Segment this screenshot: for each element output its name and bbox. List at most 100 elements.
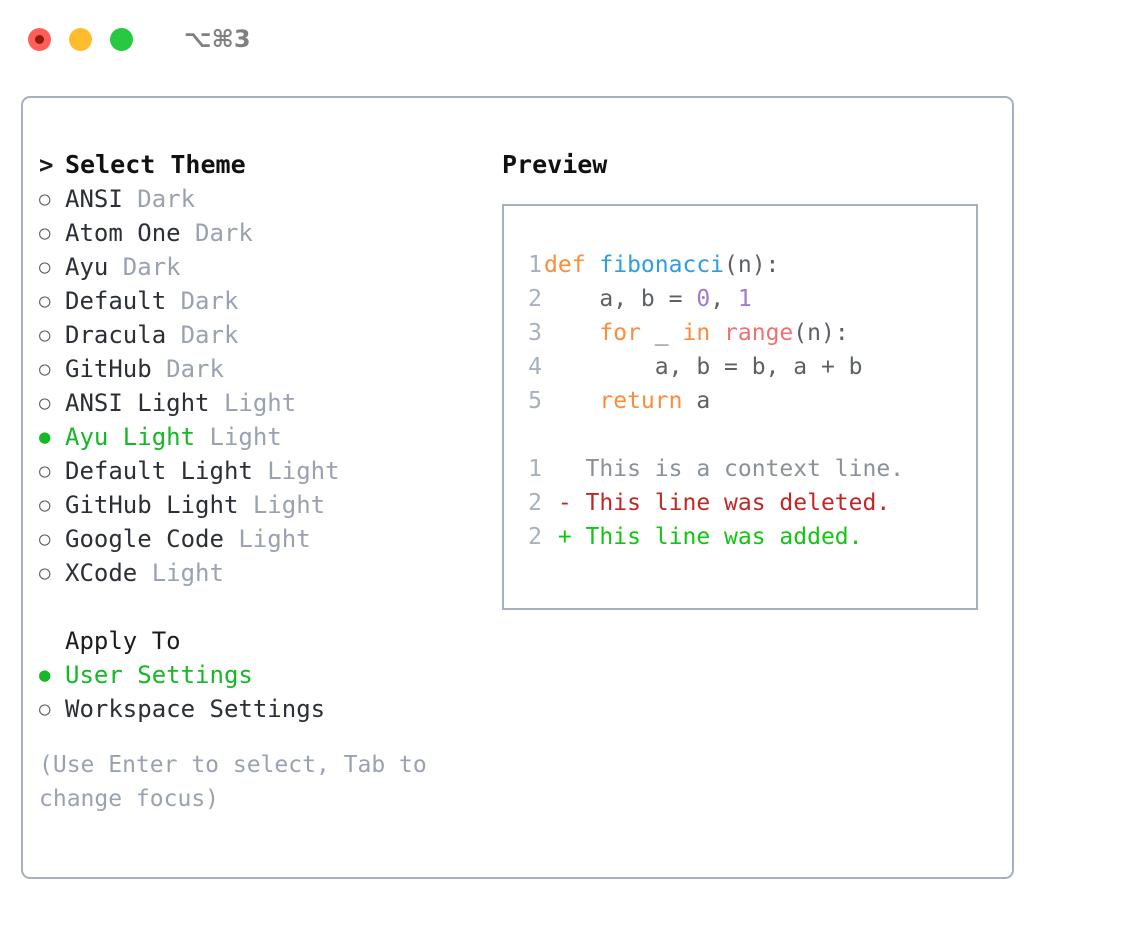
apply-to-option-label: Workspace Settings (65, 695, 326, 723)
theme-variant-badge: Light (252, 457, 340, 485)
theme-list-item[interactable]: ○ Google Code Light (39, 522, 479, 556)
line-number: 5 (528, 388, 542, 414)
theme-name: ANSI (65, 185, 123, 213)
theme-list-item[interactable]: ○ XCode Light (39, 556, 479, 590)
diff-line: 2 + This line was added. (510, 520, 976, 554)
apply-to-option[interactable]: ○ Workspace Settings (39, 692, 479, 726)
theme-name: GitHub Light (65, 491, 239, 519)
theme-list-item[interactable]: ○Default Light Light (39, 454, 479, 488)
theme-picker: > Select Theme ○ANSI Dark○Atom One Dark○… (39, 148, 479, 816)
radio-unselected-icon: ○ (39, 698, 51, 720)
code-token (544, 320, 599, 346)
code-text: for _ in range(n): (544, 316, 849, 350)
theme-list-item[interactable]: ○ GitHub Light Light (39, 488, 479, 522)
theme-variant-badge: Light (137, 559, 224, 587)
theme-list-item[interactable]: ○Default Dark (39, 284, 479, 318)
theme-name: GitHub (65, 355, 152, 383)
code-token: 1 (737, 286, 752, 312)
theme-name: ANSI Light (65, 389, 210, 417)
code-line: 2 a, b = 0, 1 (510, 282, 976, 316)
radio-selected-icon: ● (39, 426, 51, 448)
theme-variant-badge: Dark (151, 355, 224, 383)
code-token: a (682, 388, 711, 414)
code-line: 4 a, b = b, a + b (510, 350, 976, 384)
close-button[interactable] (28, 27, 51, 51)
code-text: a, b = b, a + b (544, 350, 863, 384)
code-token: fibonacci (599, 252, 725, 278)
theme-name: Ayu Light (65, 423, 196, 451)
code-text: def fibonacci(n): (544, 248, 779, 282)
keyboard-hint: (Use Enter to select, Tab to change focu… (39, 752, 441, 812)
code-text: return a (544, 384, 710, 418)
keyboard-shortcut-label: ⌥⌘3 (184, 25, 251, 53)
diff-text: + This line was added. (544, 524, 863, 550)
code-token: , (710, 286, 738, 312)
code-token: a, b = b, a + b (544, 354, 863, 380)
caret-icon: > (39, 151, 54, 179)
line-number: 2 (528, 490, 542, 516)
code-token: 0 (696, 286, 711, 312)
theme-list-item[interactable]: ○Dracula Dark (39, 318, 479, 352)
code-gap (510, 418, 976, 452)
code-token: a, b = (544, 286, 697, 312)
diff-line: 2 - This line was deleted. (510, 486, 976, 520)
radio-selected-icon: ● (39, 664, 51, 686)
apply-to-label: Apply To (65, 627, 181, 655)
list-spacer (39, 590, 479, 624)
title-bar: ⌥⌘3 (0, 0, 1140, 78)
theme-variant-badge: Dark (122, 185, 196, 213)
theme-list-item[interactable]: ● Ayu Light Light (39, 420, 479, 454)
code-token: for (599, 320, 641, 346)
maximize-button[interactable] (110, 27, 133, 51)
theme-list-item[interactable]: ○ Atom One Dark (39, 216, 479, 250)
line-number: 1 (528, 252, 542, 278)
apply-to-heading: ○ Apply To (39, 624, 479, 658)
diff-text: - This line was deleted. (544, 490, 891, 516)
theme-variant-badge: Dark (166, 321, 239, 349)
radio-unselected-icon: ○ (39, 562, 51, 584)
code-token: def (544, 252, 600, 278)
minimize-button[interactable] (69, 27, 92, 51)
diff-line: 1 This is a context line. (510, 452, 976, 486)
theme-variant-badge: Light (195, 423, 282, 451)
line-number: 2 (528, 524, 542, 550)
radio-unselected-icon: ○ (39, 392, 51, 414)
line-number: 3 (528, 320, 542, 346)
code-token: (n): (793, 320, 849, 346)
radio-unselected-icon: ○ (39, 528, 51, 550)
radio-unselected-icon: ○ (39, 222, 51, 244)
theme-picker-heading: > Select Theme (39, 148, 479, 182)
indent-spacer: ○ (39, 624, 65, 658)
theme-variant-badge: Dark (180, 219, 253, 247)
diff-sample: 1 This is a context line.2 - This line w… (510, 452, 976, 554)
theme-name: XCode (65, 559, 138, 587)
radio-unselected-icon: ○ (39, 494, 51, 516)
code-token: range (724, 320, 794, 346)
theme-variant-badge: Dark (108, 253, 181, 281)
theme-list: ○ANSI Dark○Atom One Dark○Ayu Dark○Defaul… (39, 182, 479, 590)
code-token: in (682, 320, 711, 346)
preview-title: Preview (502, 150, 608, 179)
theme-list-item[interactable]: ○Ayu Dark (39, 250, 479, 284)
theme-list-item[interactable]: ○ANSI Light Light (39, 386, 479, 420)
code-line: 3 for _ in range(n): (510, 316, 976, 350)
radio-unselected-icon: ○ (39, 460, 51, 482)
window-controls (28, 27, 133, 51)
theme-variant-badge: Light (238, 491, 326, 519)
apply-to-option-label: User Settings (65, 661, 253, 689)
theme-list-item[interactable]: ○ GitHub Dark (39, 352, 479, 386)
radio-unselected-icon: ○ (39, 358, 51, 380)
theme-name: Atom One (65, 219, 181, 247)
theme-name: Default (65, 287, 167, 315)
line-number: 2 (528, 286, 542, 312)
main-panel: > Select Theme ○ANSI Dark○Atom One Dark○… (21, 96, 1014, 879)
apply-to-option[interactable]: ● User Settings (39, 658, 479, 692)
theme-list-item[interactable]: ○ANSI Dark (39, 182, 479, 216)
theme-name: Google Code (65, 525, 224, 553)
theme-variant-badge: Light (223, 525, 311, 553)
code-token: (n): (724, 252, 780, 278)
